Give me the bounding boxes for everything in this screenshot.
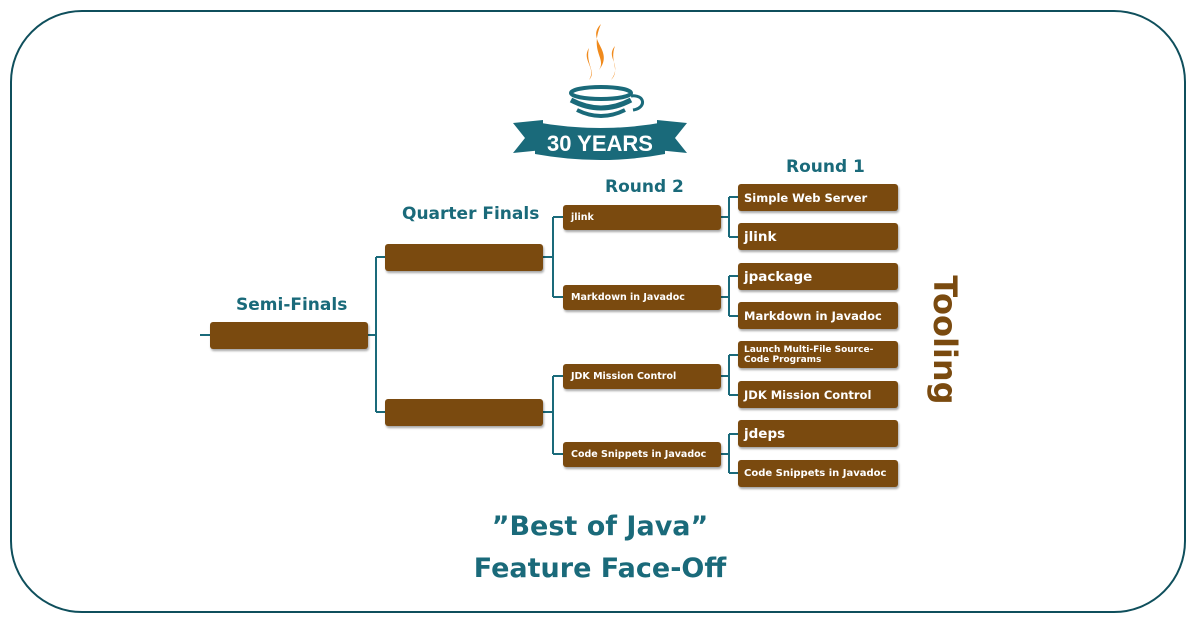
round1-slot-4: Markdown in Javadoc (738, 302, 898, 329)
semi-finals-label: Semi-Finals (236, 295, 348, 315)
quarter-final-slot-2 (385, 399, 543, 426)
round1-slot-2: jlink (738, 223, 898, 250)
round2-slot-1: jlink (563, 205, 721, 230)
round2-slot-4: Code Snippets in Javadoc (563, 442, 721, 467)
round1-slot-5: Launch Multi-File Source-Code Programs (738, 341, 898, 368)
card-frame (10, 10, 1186, 613)
semi-final-slot (210, 322, 368, 349)
round1-label: Round 1 (786, 157, 865, 177)
round1-slot-6: JDK Mission Control (738, 381, 898, 408)
logo-text: 30 YEARS (547, 131, 653, 156)
round1-slot-8: Code Snippets in Javadoc (738, 460, 898, 487)
round1-slot-1: Simple Web Server (738, 184, 898, 211)
footer-title-line2: Feature Face-Off (473, 553, 727, 584)
round2-label: Round 2 (605, 177, 684, 197)
java-cup-icon: 30 YEARS (513, 24, 687, 160)
round2-slot-3: JDK Mission Control (563, 364, 721, 389)
footer-title-line1: ”Best of Java” (491, 511, 709, 542)
category-label: Tooling (926, 275, 964, 405)
round2-slot-2: Markdown in Javadoc (563, 285, 721, 310)
round1-slot-3: jpackage (738, 263, 898, 290)
quarter-final-slot-1 (385, 244, 543, 271)
quarter-finals-label: Quarter Finals (402, 204, 540, 224)
round1-slot-7: jdeps (738, 420, 898, 447)
